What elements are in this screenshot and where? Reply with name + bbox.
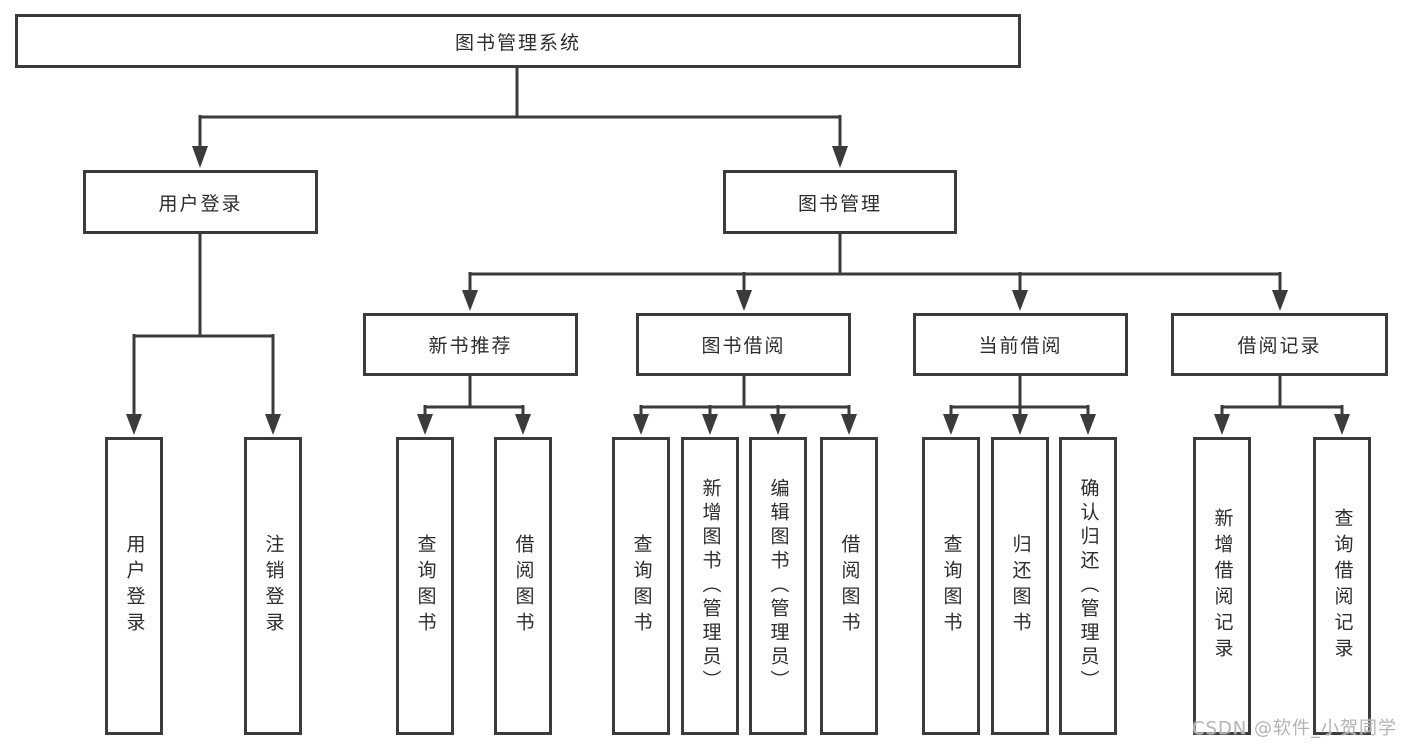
node-book-management: 图书管理 bbox=[723, 170, 957, 234]
connector-paths bbox=[132, 67, 1344, 418]
node-new-book-recommend: 新书推荐 bbox=[363, 313, 578, 376]
node-user-login-label: 用户登录 bbox=[158, 192, 243, 215]
leaf-add-books-admin-label: 新增图书（管理员） bbox=[699, 478, 722, 694]
leaf-newbook-query-books-label: 查询图书 bbox=[414, 534, 437, 638]
node-root: 图书管理系统 bbox=[15, 14, 1021, 68]
leaf-add-borrow-record-label: 新增借阅记录 bbox=[1211, 508, 1234, 664]
node-borrow-records-label: 借阅记录 bbox=[1237, 335, 1322, 357]
leaf-return-books-label: 归还图书 bbox=[1009, 534, 1032, 638]
leaf-return-books: 归还图书 bbox=[991, 437, 1049, 735]
node-user-login: 用户登录 bbox=[83, 170, 318, 234]
leaf-borrow-books-label: 借阅图书 bbox=[838, 534, 861, 638]
leaf-logout-label: 注销登录 bbox=[262, 534, 285, 638]
leaf-add-books-admin: 新增图书（管理员） bbox=[681, 437, 739, 735]
leaf-current-query-books-label: 查询图书 bbox=[940, 534, 963, 638]
leaf-newbook-query-books: 查询图书 bbox=[396, 437, 454, 735]
leaf-confirm-return-admin: 确认归还（管理员） bbox=[1059, 437, 1117, 735]
leaf-query-borrow-record: 查询借阅记录 bbox=[1313, 437, 1371, 735]
node-book-borrow: 图书借阅 bbox=[636, 313, 851, 376]
leaf-edit-books-admin: 编辑图书（管理员） bbox=[749, 437, 807, 735]
leaf-borrow-query-books-label: 查询图书 bbox=[630, 534, 653, 638]
node-book-borrow-label: 图书借阅 bbox=[701, 335, 786, 357]
node-borrow-records: 借阅记录 bbox=[1171, 313, 1388, 376]
leaf-borrow-books: 借阅图书 bbox=[820, 437, 878, 735]
leaf-newbook-borrow-books: 借阅图书 bbox=[494, 437, 552, 735]
node-book-management-label: 图书管理 bbox=[797, 192, 882, 215]
leaf-user-login-label: 用户登录 bbox=[123, 534, 146, 638]
node-new-book-recommend-label: 新书推荐 bbox=[428, 335, 513, 357]
node-root-label: 图书管理系统 bbox=[454, 31, 581, 54]
leaf-newbook-borrow-books-label: 借阅图书 bbox=[512, 534, 535, 638]
leaf-logout: 注销登录 bbox=[244, 437, 302, 735]
node-current-borrow: 当前借阅 bbox=[913, 313, 1128, 376]
node-current-borrow-label: 当前借阅 bbox=[978, 335, 1063, 357]
leaf-borrow-query-books: 查询图书 bbox=[612, 437, 670, 735]
leaf-confirm-return-admin-label: 确认归还（管理员） bbox=[1077, 478, 1100, 694]
leaf-user-login: 用户登录 bbox=[105, 437, 163, 735]
arrowhead-icons bbox=[126, 146, 1350, 435]
leaf-edit-books-admin-label: 编辑图书（管理员） bbox=[767, 478, 790, 694]
leaf-current-query-books: 查询图书 bbox=[922, 437, 980, 735]
leaf-add-borrow-record: 新增借阅记录 bbox=[1193, 437, 1251, 735]
leaf-query-borrow-record-label: 查询借阅记录 bbox=[1331, 508, 1354, 664]
